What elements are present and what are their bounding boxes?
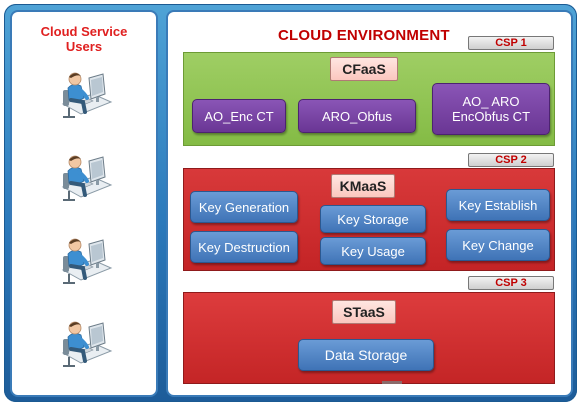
key-generation-text: Key Generation xyxy=(198,199,290,215)
ao-enc-ct-box: AO_Enc CT xyxy=(192,99,286,133)
users-panel-title: Cloud Service Users xyxy=(12,24,156,54)
computer-user-icon xyxy=(61,154,113,202)
ao-enc-ct-text: AO_Enc CT xyxy=(204,108,274,124)
key-change-box: Key Change xyxy=(446,229,550,261)
csp3-tag: CSP 3 xyxy=(468,276,554,290)
computer-user-icon xyxy=(61,320,113,368)
aro-obfus-box: ARO_Obfus xyxy=(298,99,416,133)
bottom-connector xyxy=(382,381,402,384)
users-title-line2: Users xyxy=(65,39,103,54)
key-storage-box: Key Storage xyxy=(320,205,426,233)
key-usage-box: Key Usage xyxy=(320,237,426,265)
key-usage-text: Key Usage xyxy=(341,243,405,259)
data-storage-box: Data Storage xyxy=(298,339,434,371)
key-establish-box: Key Establish xyxy=(446,189,550,221)
csp1-tag: CSP 1 xyxy=(468,36,554,50)
kmaas-label: KMaaS xyxy=(331,174,395,198)
key-generation-box: Key Generation xyxy=(190,191,298,223)
aro-obfus-text: ARO_Obfus xyxy=(321,108,393,124)
ao-aro-encobfus-ct-box: AO_ ARO EncObfus CT xyxy=(432,83,550,135)
cloud-environment-title: CLOUD ENVIRONMENT xyxy=(278,27,450,44)
key-establish-text: Key Establish xyxy=(458,197,538,213)
cfaas-label: CFaaS xyxy=(330,57,398,81)
cfaas-layer: CFaaS AO_Enc CT ARO_Obfus AO_ ARO EncObf… xyxy=(183,52,555,146)
ao-aro-line1: AO_ ARO xyxy=(462,94,520,109)
encobfus-ct-line2: EncObfus CT xyxy=(451,109,531,124)
key-storage-text: Key Storage xyxy=(337,211,409,227)
computer-user-icon xyxy=(61,71,113,119)
staas-label: STaaS xyxy=(332,300,396,324)
key-destruction-box: Key Destruction xyxy=(190,231,298,263)
key-destruction-text: Key Destruction xyxy=(198,239,290,255)
users-title-line1: Cloud Service xyxy=(40,24,128,39)
kmaas-layer: KMaaS Key Generation Key Destruction Key… xyxy=(183,168,555,271)
computer-user-icon xyxy=(61,237,113,285)
staas-layer: STaaS Data Storage xyxy=(183,292,555,384)
cloud-service-users-panel: Cloud Service Users xyxy=(10,10,158,397)
key-change-text: Key Change xyxy=(462,237,534,253)
csp2-tag: CSP 2 xyxy=(468,153,554,167)
data-storage-text: Data Storage xyxy=(324,347,408,363)
